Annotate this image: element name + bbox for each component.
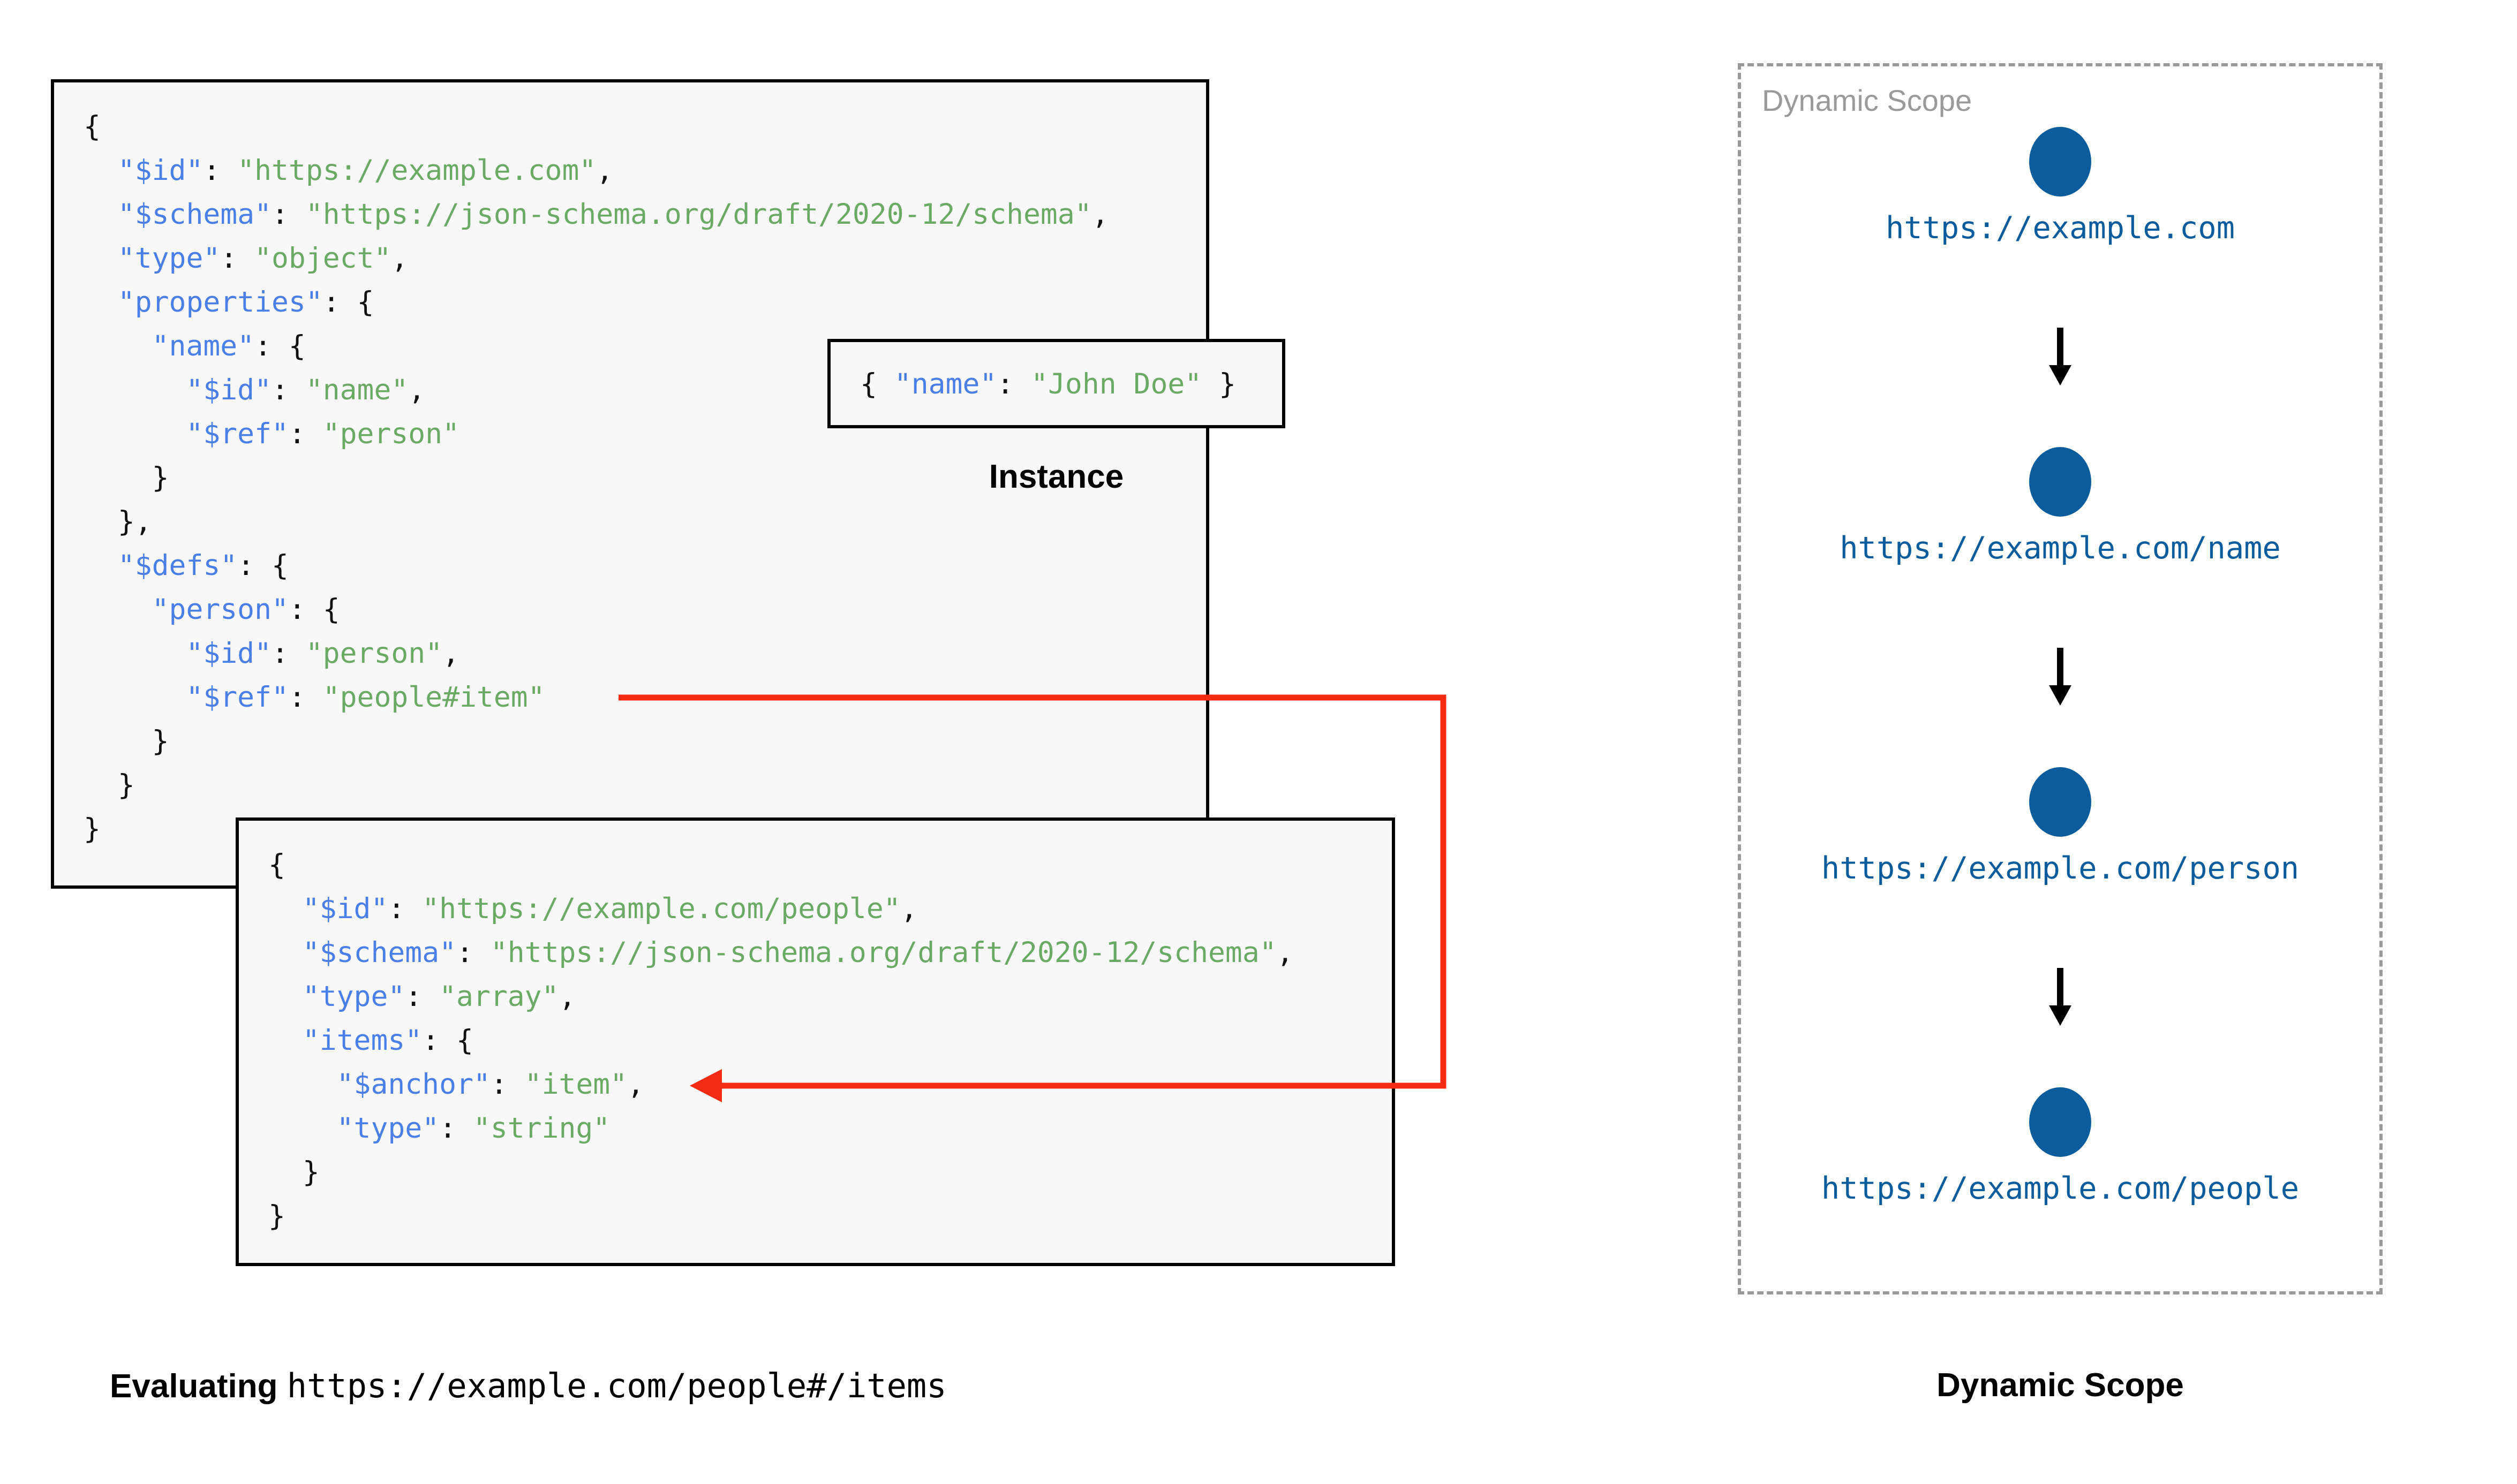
scope-node-url-2: https://example.com/person: [1821, 851, 2300, 886]
scope-arrow-0: [1738, 328, 2383, 387]
evaluating-caption-prefix: Evaluating: [110, 1368, 287, 1405]
scope-node-3: https://example.com/people: [1738, 1087, 2383, 1206]
instance-box: { "name": "John Doe" }: [827, 339, 1285, 428]
scope-node-url-0: https://example.com: [1885, 210, 2235, 246]
scope-node-2: https://example.com/person: [1738, 767, 2383, 886]
scope-arrow-1: [1738, 648, 2383, 707]
scope-node-url-1: https://example.com/name: [1840, 531, 2281, 566]
people-schema-box: { "$id": "https://example.com/people", "…: [236, 817, 1395, 1266]
scope-node-1: https://example.com/name: [1738, 447, 2383, 566]
instance-code: { "name": "John Doe" }: [860, 368, 1237, 400]
scope-node-circle-3: [2029, 1087, 2091, 1157]
scope-node-circle-2: [2029, 767, 2091, 837]
people-schema-code: { "$id": "https://example.com/people", "…: [268, 849, 1294, 1232]
dynamic-scope-caption: Dynamic Scope: [1936, 1367, 2184, 1404]
dynamic-scope-panel: [1738, 63, 2383, 1294]
root-schema-code: { "$id": "https://example.com", "$schema…: [84, 110, 1109, 845]
scope-node-circle-1: [2029, 447, 2091, 517]
scope-node-url-3: https://example.com/people: [1821, 1171, 2300, 1206]
scope-arrow-2: [1738, 968, 2383, 1027]
evaluating-caption: Evaluating https://example.com/people#/i…: [110, 1366, 947, 1405]
instance-label: Instance: [989, 458, 1124, 495]
scope-node-circle-0: [2029, 127, 2091, 196]
scope-node-0: https://example.com: [1738, 127, 2383, 246]
evaluating-caption-uri: https://example.com/people#/items: [287, 1366, 947, 1405]
dynamic-scope-inline-label: Dynamic Scope: [1762, 84, 1972, 117]
